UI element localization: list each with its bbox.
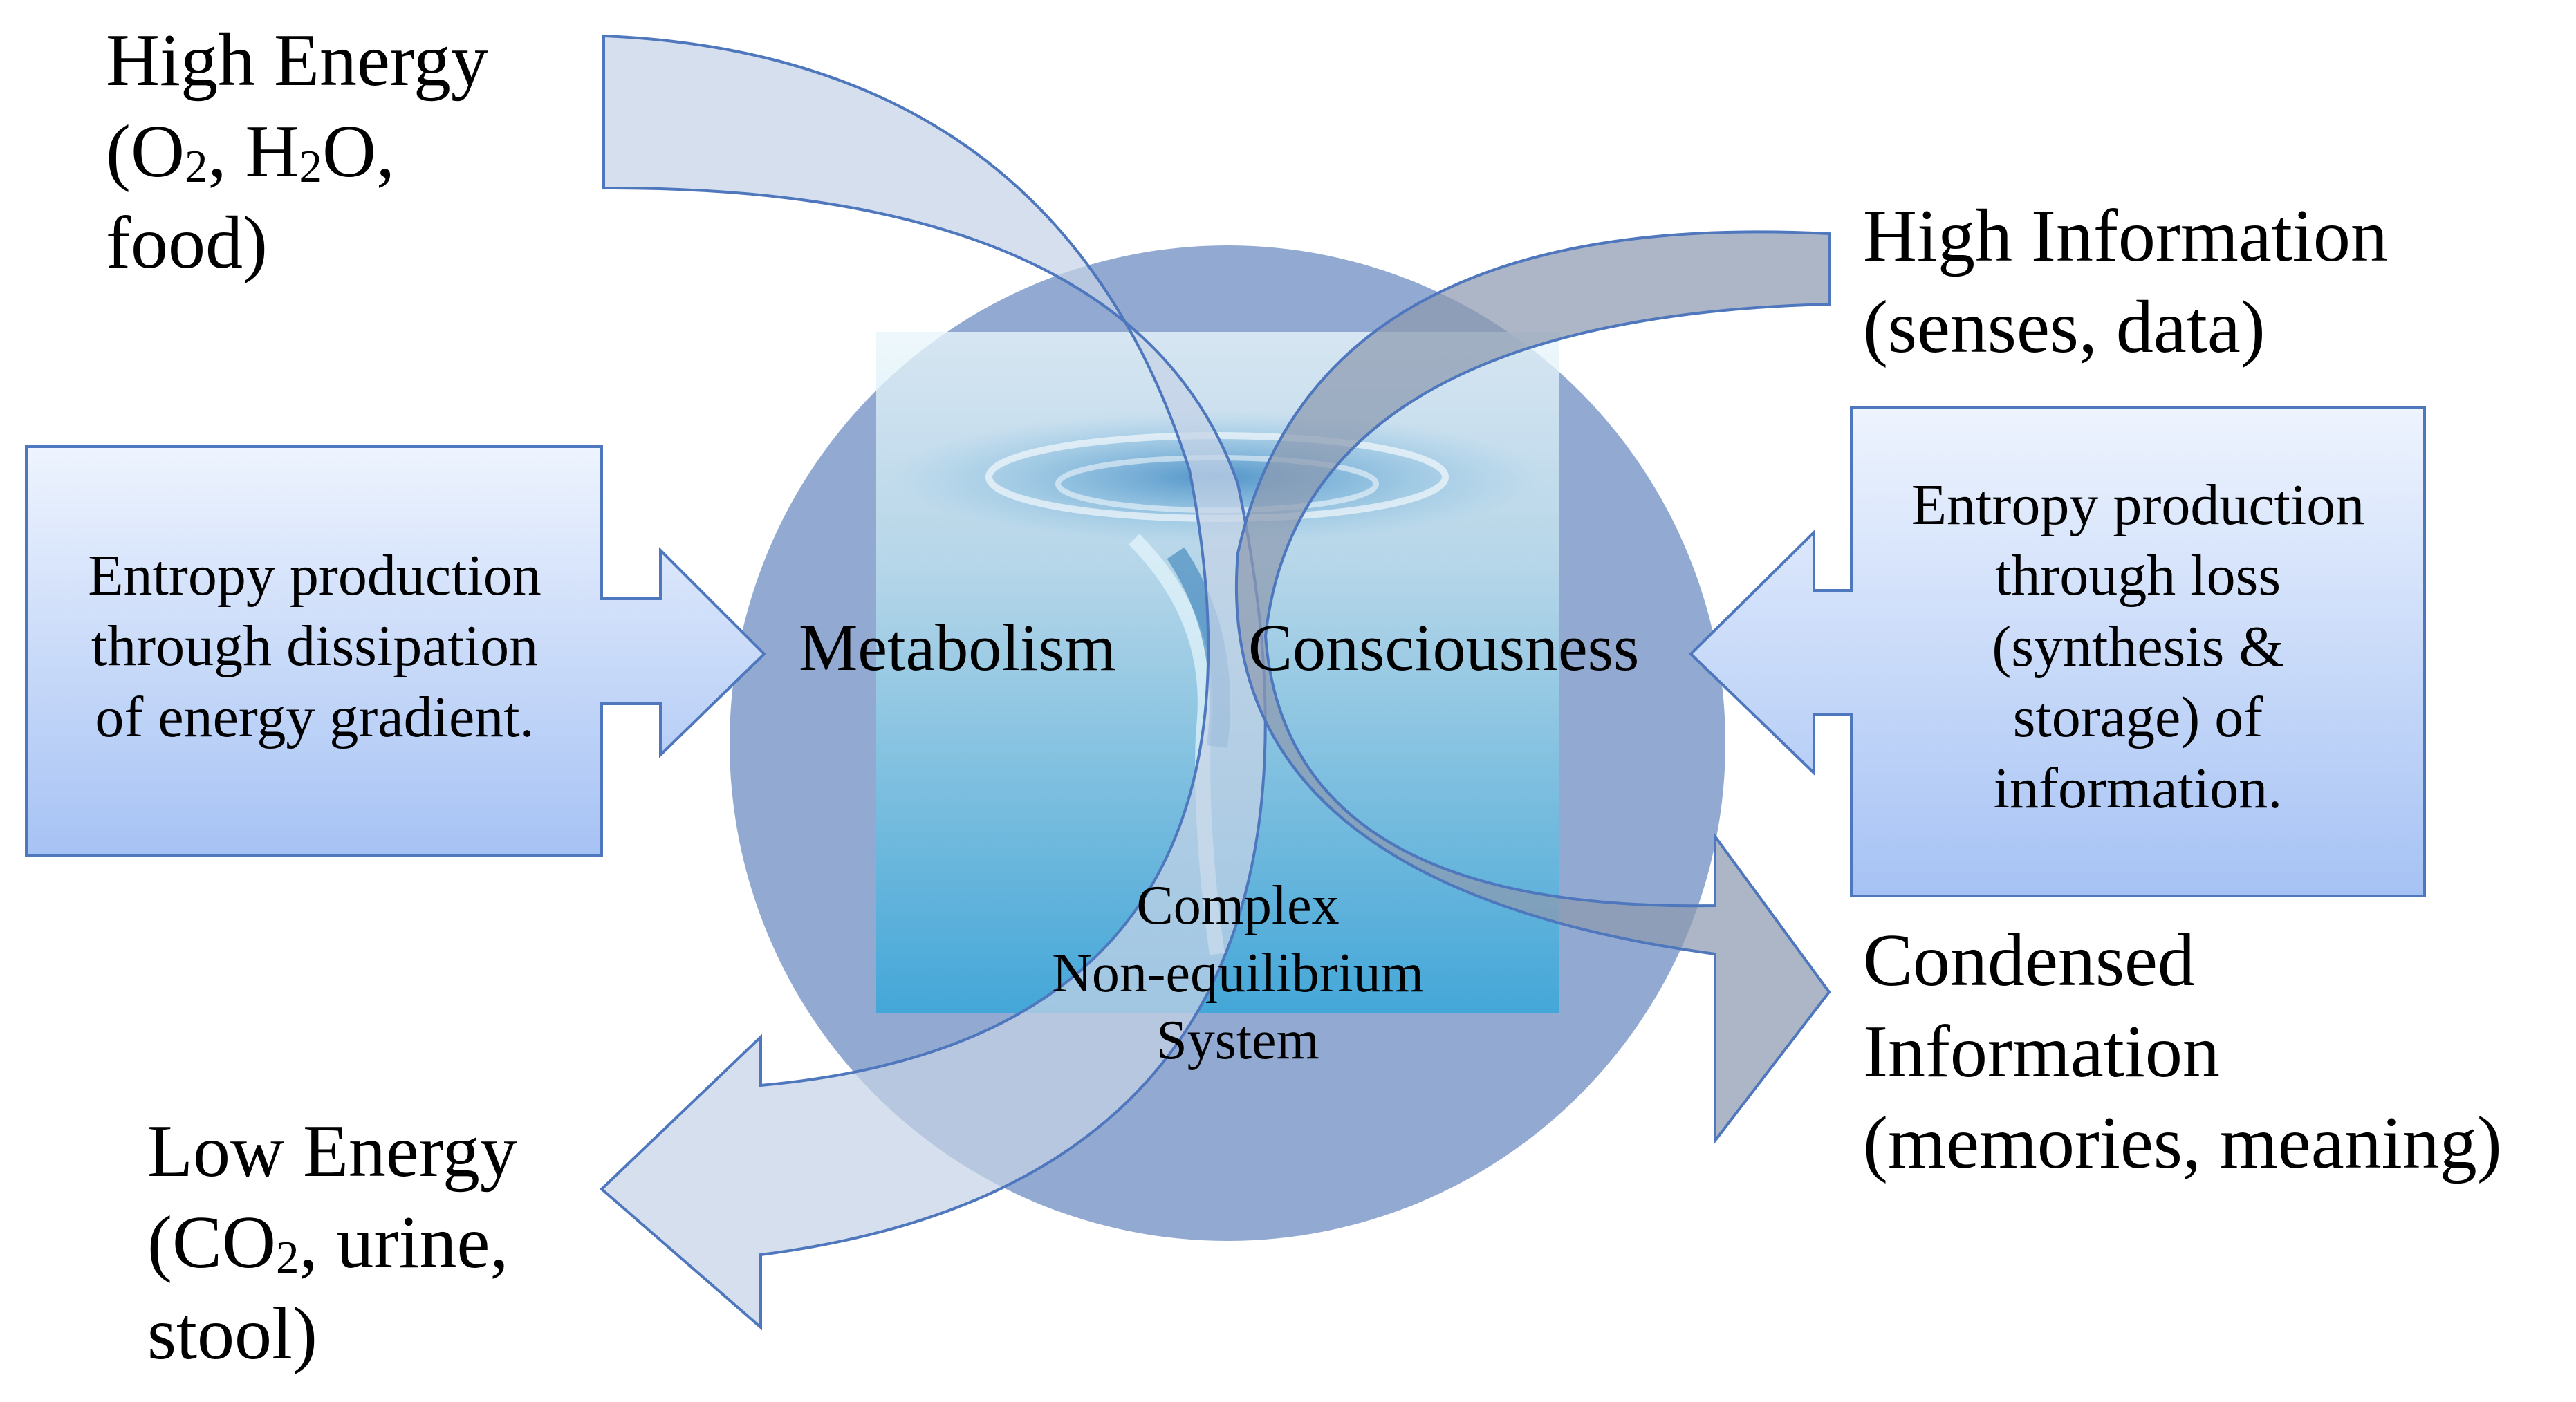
left-entropy-box xyxy=(25,445,766,857)
high-energy-label: High Energy (O2, H2O, food) xyxy=(106,19,488,284)
consciousness-label: Consciousness xyxy=(1248,610,1640,684)
condensed-information-label: Condensed Information (memories, meaning… xyxy=(1863,919,2502,1184)
metabolism-label: Metabolism xyxy=(799,610,1116,684)
right-entropy-box xyxy=(1689,406,2426,897)
system-label: Complex Non-equilibrium System xyxy=(1052,875,1424,1072)
information-flow-arrow xyxy=(1234,230,1831,1145)
low-energy-label: Low Energy (CO2, urine, stool) xyxy=(147,1110,517,1375)
left-box-text: Entropy production through dissipation o… xyxy=(88,543,541,749)
energy-flow-arrow xyxy=(600,34,1267,1331)
right-box-text: Entropy production through loss (synthes… xyxy=(1911,473,2365,821)
high-information-label: High Information (senses, data) xyxy=(1863,195,2388,368)
